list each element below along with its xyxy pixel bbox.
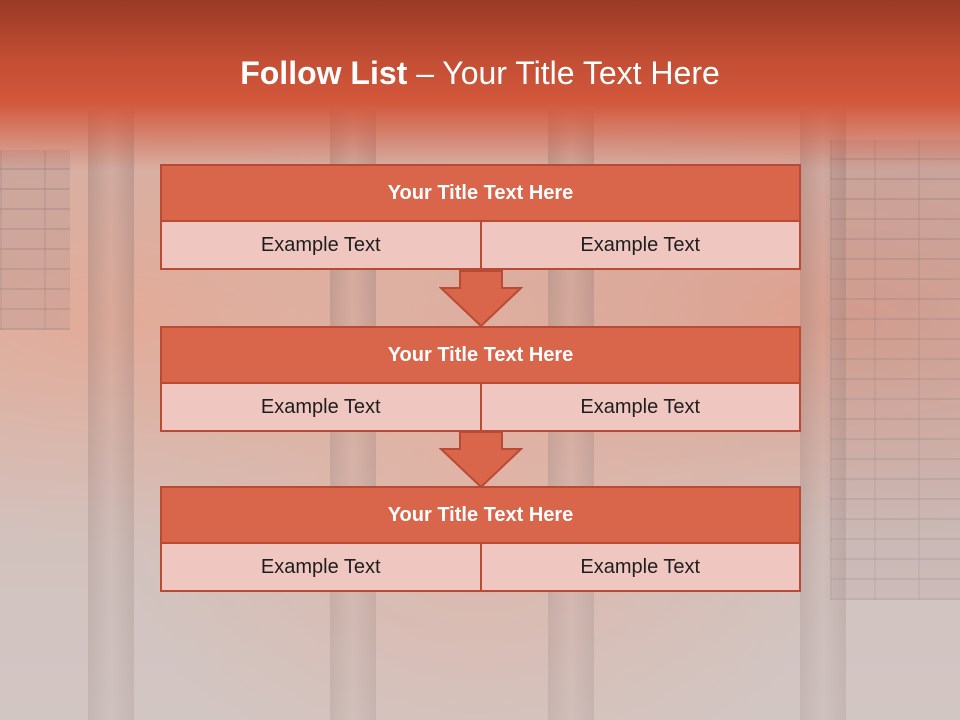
step-row: Example Text Example Text: [160, 382, 801, 432]
header-band: [0, 0, 960, 170]
step-cell-left: Example Text: [260, 555, 381, 578]
step-cell-right: Example Text: [479, 384, 800, 430]
step-cell-right: Example Text: [479, 222, 800, 268]
step-row: Example Text Example Text: [160, 220, 801, 270]
step-cell-left: Example Text: [260, 233, 381, 256]
step-row: Example Text Example Text: [160, 542, 801, 592]
step-title: Your Title Text Here: [160, 486, 801, 542]
step-cell-right: Example Text: [479, 544, 800, 590]
step-block-2: Your Title Text Here Example Text Exampl…: [160, 326, 801, 432]
step-title: Your Title Text Here: [160, 326, 801, 382]
step-title: Your Title Text Here: [160, 164, 801, 220]
down-arrow-icon: [439, 431, 523, 489]
step-cell-left: Example Text: [260, 395, 381, 418]
slide-title-rest: – Your Title Text Here: [407, 55, 720, 91]
slide-title-bold: Follow List: [240, 55, 408, 91]
down-arrow-icon: [439, 270, 523, 328]
step-block-1: Your Title Text Here Example Text Exampl…: [160, 164, 801, 270]
step-block-3: Your Title Text Here Example Text Exampl…: [160, 486, 801, 592]
slide-title: Follow List – Your Title Text Here: [0, 55, 960, 92]
